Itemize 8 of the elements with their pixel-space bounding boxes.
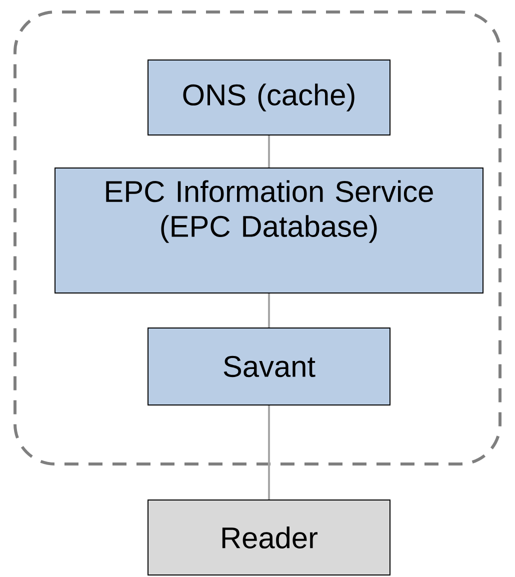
connector-line [268,136,270,168]
connector-line [268,406,270,500]
connector-line [268,294,270,328]
process-box: ONS (cache) [148,60,390,136]
reader-box: Reader [148,500,390,576]
process-box: EPC Information Service (EPC Database) [54,168,484,294]
process-box: Savant [148,328,390,406]
dashed-boundary [14,10,502,466]
